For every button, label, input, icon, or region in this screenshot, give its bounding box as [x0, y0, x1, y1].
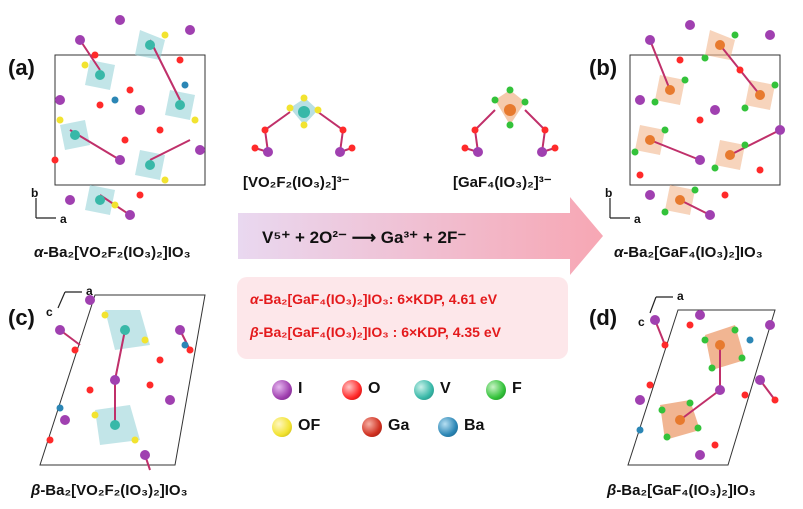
fragment-vanadium-label: [VO₂F₂(IO₃)₂]³⁻	[243, 174, 350, 191]
panel-d-unit-cell	[627, 309, 776, 466]
property-beta: β-Ba₂[GaF₄(IO₃)₂]IO₃ : 6×KDP, 4.35 eV	[250, 324, 501, 340]
gallium-atom-icon	[362, 417, 382, 437]
panel-d-atoms	[635, 310, 779, 460]
fragment-gallium-structure	[461, 86, 559, 157]
legend-label-f: F	[512, 380, 522, 397]
panel-b-axis-a: a	[634, 212, 641, 226]
panel-a-axes	[35, 198, 56, 219]
reaction-equation: V⁵⁺ + 2O²⁻ ⟶ Ga³⁺ + 2F⁻	[262, 228, 467, 247]
panel-b-label: (b)	[589, 55, 618, 80]
panel-b-unit-cell	[629, 54, 781, 186]
panel-a-axis-a: a	[60, 212, 67, 226]
iodine-atom-icon	[272, 380, 292, 400]
legend-label-o: O	[368, 380, 381, 397]
fragment-vanadium-structure	[251, 94, 356, 157]
panel-a-caption: α-Ba₂[VO₂F₂(IO₃)₂]IO₃	[34, 244, 191, 261]
panel-a-axis-b: b	[31, 186, 39, 200]
fragment-gallium-label: [GaF₄(IO₃)₂]³⁻	[453, 174, 552, 191]
panel-c-atoms	[46, 295, 194, 471]
panel-c-axis-a: a	[86, 284, 93, 298]
vanadium-atom-icon	[414, 380, 434, 400]
panel-d-caption: β-Ba₂[GaF₄(IO₃)₂]IO₃	[607, 482, 756, 499]
legend-label-ga: Ga	[388, 417, 410, 434]
panel-a-unit-cell	[54, 54, 206, 186]
panel-b-caption: α-Ba₂[GaF₄(IO₃)₂]IO₃	[614, 244, 763, 261]
panel-a-label: (a)	[8, 55, 35, 80]
oxygen-atom-icon	[342, 380, 362, 400]
panel-b-atoms	[631, 20, 785, 220]
property-box	[237, 277, 568, 359]
property-alpha: α-Ba₂[GaF₄(IO₃)₂]IO₃: 6×KDP, 4.61 eV	[250, 291, 498, 307]
barium-atom-icon	[438, 417, 458, 437]
transformation-arrow	[238, 197, 603, 275]
panel-d-axis-a: a	[677, 289, 684, 303]
panel-c-axis-c: c	[46, 305, 53, 319]
panel-c-caption: β-Ba₂[VO₂F₂(IO₃)₂]IO₃	[31, 482, 188, 499]
panel-b-axes	[609, 198, 630, 219]
legend-label-i: I	[298, 380, 303, 397]
panel-c-label: (c)	[8, 305, 35, 330]
panel-c-axes	[57, 291, 82, 309]
legend-label-ba: Ba	[464, 417, 485, 434]
panel-d-label: (d)	[589, 305, 618, 330]
legend-label-of: OF	[298, 417, 321, 434]
legend-label-v: V	[440, 380, 451, 397]
panel-b-axis-b: b	[605, 186, 613, 200]
panel-d-axis-c: c	[638, 315, 645, 329]
panel-a-atoms	[51, 15, 205, 220]
fluorine-atom-icon	[486, 380, 506, 400]
oxyfluoride-atom-icon	[272, 417, 292, 437]
panel-d-axes	[649, 296, 673, 314]
